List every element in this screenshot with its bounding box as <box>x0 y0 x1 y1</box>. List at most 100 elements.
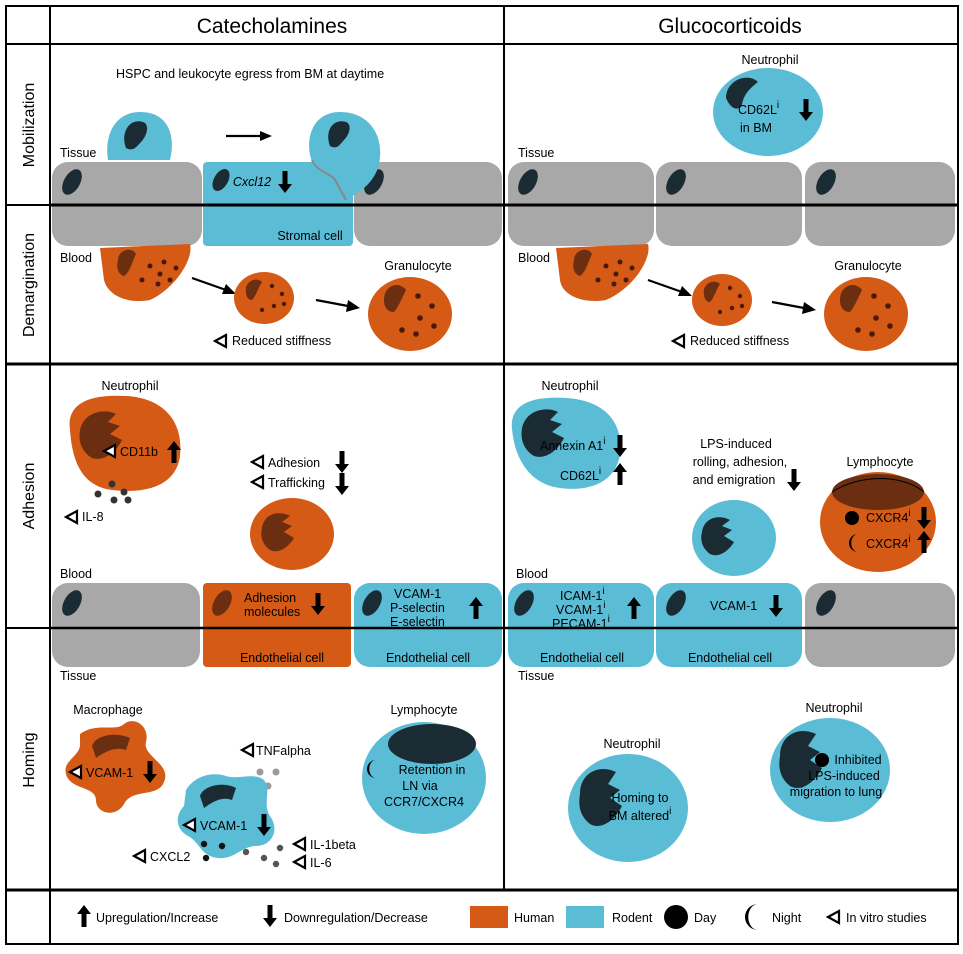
cd62l-label-mob: CD62Li <box>738 100 779 117</box>
cxcr4-night-label: CXCR4i <box>866 534 911 551</box>
vcam2-label: VCAM-1 <box>200 819 247 833</box>
il1beta-label: IL-1beta <box>310 838 356 852</box>
row-label-adhesion: Adhesion <box>21 463 38 530</box>
adhesion-molecules-label-2: molecules <box>244 605 300 619</box>
mobilization-title: HSPC and leukocyte egress from BM at day… <box>116 67 384 81</box>
invitro-marker-stiffness-left <box>213 333 228 349</box>
tissue-label-left: Tissue <box>60 146 96 160</box>
granulocyte-marginated-right <box>556 244 649 302</box>
invitro-marker-trafficking <box>250 474 265 490</box>
tissue-label-homing-left: Tissue <box>60 669 96 683</box>
tnfalpha-label: TNFalpha <box>256 744 311 758</box>
lps-label-2: rolling, adhesion, <box>693 455 788 469</box>
endothelial-cell-label-2: Endothelial cell <box>386 651 470 665</box>
retention-label-2: LN via <box>402 779 437 793</box>
lps-label-3: and emigration <box>693 473 776 487</box>
legend-rodent-label: Rodent <box>612 911 653 925</box>
pselectin-label-left: P-selectin <box>390 601 445 615</box>
annexin-label: Annexin A1i <box>540 436 605 453</box>
vessel-top <box>50 162 958 246</box>
inhibited-label-2: LPS-induced <box>808 769 880 783</box>
legend-human-label: Human <box>514 911 554 925</box>
trafficking-down-arrow <box>335 473 349 495</box>
in-bm-label: in BM <box>740 121 772 135</box>
lymphocyte-retention <box>362 722 486 834</box>
column-header-catecholamines: Catecholamines <box>197 15 348 38</box>
granulocyte-intermediate-right <box>692 274 752 326</box>
cd62l-label-adh: CD62Li <box>560 466 601 483</box>
il6-label: IL-6 <box>310 856 332 870</box>
macrophage-cell <box>65 721 166 813</box>
invitro-marker-il6 <box>292 854 307 870</box>
legend-up-arrow <box>77 905 91 927</box>
il8-label: IL-8 <box>82 510 104 524</box>
blood-label-adh-right: Blood <box>516 567 548 581</box>
vcam1-label-right: VCAM-1i <box>556 600 605 617</box>
day-marker-inhibited <box>815 753 829 767</box>
blood-label-right: Blood <box>518 251 550 265</box>
cd11b-label: CD11b <box>120 445 158 459</box>
endothelial-cell-label-1: Endothelial cell <box>240 651 324 665</box>
inhibited-label-3: migration to lung <box>790 785 882 799</box>
pecam1-label: PECAM-1i <box>552 614 610 631</box>
demargination-arrow-2 <box>315 298 360 312</box>
macrophage-rodent <box>177 774 275 859</box>
neutrophil-homing <box>568 754 688 862</box>
reduced-stiffness-right: Reduced stiffness <box>690 334 789 348</box>
granulocyte-intermediate-left <box>234 272 294 324</box>
mac-vcam-label: VCAM-1 <box>86 766 133 780</box>
night-marker-retention <box>367 760 376 778</box>
icam1-label: ICAM-1i <box>560 586 605 603</box>
demargination-arrow-1 <box>191 276 236 294</box>
row-label-demargination: Demargination <box>21 233 38 337</box>
legend-invitro-label: In vitro studies <box>846 911 927 925</box>
lymphocyte-label-adh: Lymphocyte <box>847 455 914 469</box>
neutrophil-cd62l <box>713 68 823 156</box>
retention-label-1: Retention in <box>399 763 466 777</box>
cytokine-dots <box>200 840 284 868</box>
reduced-stiffness-left: Reduced stiffness <box>232 334 331 348</box>
legend-up-label: Upregulation/Increase <box>96 911 218 925</box>
demargination-arrow-4 <box>771 300 816 314</box>
neutrophil-inhibited <box>770 718 890 822</box>
lymphocyte-cxcr4 <box>820 472 936 572</box>
homing-label-2: BM alteredi <box>609 806 672 823</box>
granulocyte-label-right: Granulocyte <box>834 259 901 273</box>
vessel-bottom <box>50 583 958 667</box>
blood-label-left: Blood <box>60 251 92 265</box>
neutrophil-label-adh-right: Neutrophil <box>542 379 599 393</box>
invitro-marker-il1beta <box>292 836 307 852</box>
column-header-glucocorticoids: Glucocorticoids <box>658 15 802 38</box>
retention-label-3: CCR7/CXCR4 <box>384 795 464 809</box>
vcam1-label-left: VCAM-1 <box>394 587 441 601</box>
row-label-mobilization: Mobilization <box>21 83 38 167</box>
lps-down-arrow <box>787 469 801 491</box>
neutrophil-label-adh-left: Neutrophil <box>102 379 159 393</box>
legend-down-label: Downregulation/Decrease <box>284 911 428 925</box>
legend-down-arrow <box>263 905 277 927</box>
invitro-marker-cxcl2 <box>132 848 147 864</box>
adhesion-down-arrow <box>335 451 349 473</box>
cxcl2-label: CXCL2 <box>150 850 190 864</box>
endothelial-cell-label-4: Endothelial cell <box>688 651 772 665</box>
neutrophil-annexin <box>511 397 621 489</box>
inhibited-label-1: Inhibited <box>834 753 881 767</box>
invitro-marker-tnf <box>240 742 255 758</box>
granulocyte-marginated-left <box>100 244 191 302</box>
tissue-label-homing-right: Tissue <box>518 669 554 683</box>
neutrophil-label-mob: Neutrophil <box>742 53 799 67</box>
day-marker-cxcr4 <box>845 511 859 525</box>
neutrophil-lps <box>692 500 776 576</box>
legend-day-label: Day <box>694 911 717 925</box>
legend-rodent-swatch <box>566 906 604 928</box>
invitro-marker-il8 <box>64 509 79 525</box>
hspc-cell-egress <box>309 112 381 201</box>
lps-label-1: LPS-induced <box>700 437 772 451</box>
adhesion-molecules-label-1: Adhesion <box>244 591 296 605</box>
lymphocyte-label-homing: Lymphocyte <box>391 703 458 717</box>
blood-label-adh-left: Blood <box>60 567 92 581</box>
trafficking-label: Trafficking <box>268 476 325 490</box>
homing-label-1: Homing to <box>612 791 669 805</box>
